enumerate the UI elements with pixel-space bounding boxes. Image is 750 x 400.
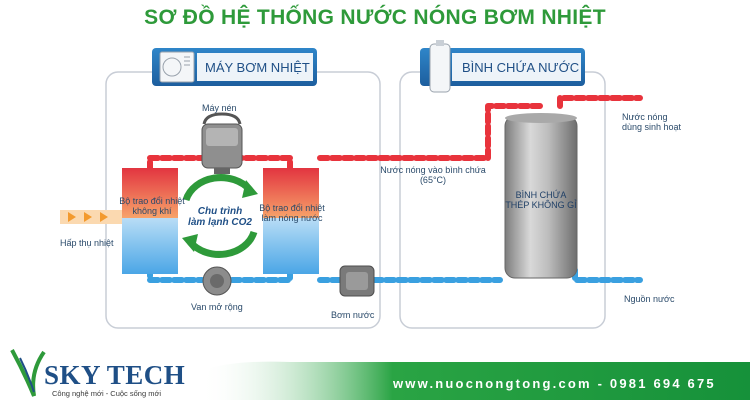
tank-label: BÌNH CHỨA THÉP KHÔNG GỈ [505, 190, 577, 211]
hot-water-out-label: Nước nóng dùng sinh hoạt [622, 112, 681, 133]
water-exchanger-label-line1: Bộ trao đổi nhiệt [259, 203, 325, 213]
brand-slogan: Công nghệ mới - Cuộc sống mới [52, 389, 162, 398]
co2-cycle-label-line1: Chu trình [197, 206, 243, 217]
footer-green-band [200, 361, 750, 400]
brand-name: SKY TECH [44, 360, 186, 390]
tank-label-line1: BÌNH CHỨA [515, 190, 567, 200]
water-pump-label: Bơm nước [331, 310, 375, 320]
water-source-label: Nguồn nước [624, 294, 675, 304]
compressor-icon [201, 112, 243, 174]
air-heat-exchanger [122, 168, 178, 274]
expansion-valve-label: Van mở rộng [191, 302, 243, 312]
water-exchanger-label: Bộ trao đổi nhiệt làm nóng nước [252, 203, 332, 224]
hot-water-in-label: Nước nóng vào bình chứa (65°C) [378, 165, 488, 186]
heat-absorb-label: Hấp thụ nhiệt [60, 238, 114, 248]
air-exchanger-label-line2: không khí [132, 206, 172, 217]
skytech-logo-icon [10, 349, 46, 397]
co2-cycle-label: Chu trình làm lạnh CO2 [186, 206, 254, 228]
co2-cycle-icon [182, 174, 258, 258]
water-heat-exchanger [263, 168, 319, 274]
hot-water-in-line1: Nước nóng vào bình chứa [380, 165, 486, 175]
hot-water-out-line2: dùng sinh hoạt [622, 122, 682, 133]
heat-pump-header: MÁY BƠM NHIỆT [205, 60, 310, 75]
page-title: SƠ ĐỒ HỆ THỐNG NƯỚC NÓNG BƠM NHIỆT [144, 6, 606, 29]
tank-header-inner [452, 53, 581, 81]
tank-header-icon [429, 40, 451, 93]
heat-absorb-arrows [60, 210, 122, 224]
water-exchanger-label-line2: làm nóng nước [261, 213, 323, 224]
air-exchanger-label: Bộ trao đổi nhiệt không khí [112, 196, 192, 217]
contact-info[interactable]: www.nuocnongtong.com - 0981 694 675 [393, 376, 716, 391]
stainless-tank [504, 113, 578, 279]
hot-water-out-line1: Nước nóng [622, 112, 668, 122]
expansion-valve-icon [202, 266, 232, 296]
water-pump-icon [339, 265, 375, 297]
heat-pump-header-inner [197, 53, 313, 81]
compressor-label: Máy nén [202, 103, 237, 113]
air-exchanger-label-line1: Bộ trao đổi nhiệt [119, 196, 185, 206]
outdoor-unit-icon [159, 51, 195, 83]
hot-water-in-line2: (65°C) [419, 175, 447, 186]
tank-label-line2: THÉP KHÔNG GỈ [505, 200, 577, 211]
co2-cycle-label-line2: làm lạnh CO2 [188, 217, 252, 228]
tank-header: BÌNH CHỨA NƯỚC [462, 60, 580, 75]
